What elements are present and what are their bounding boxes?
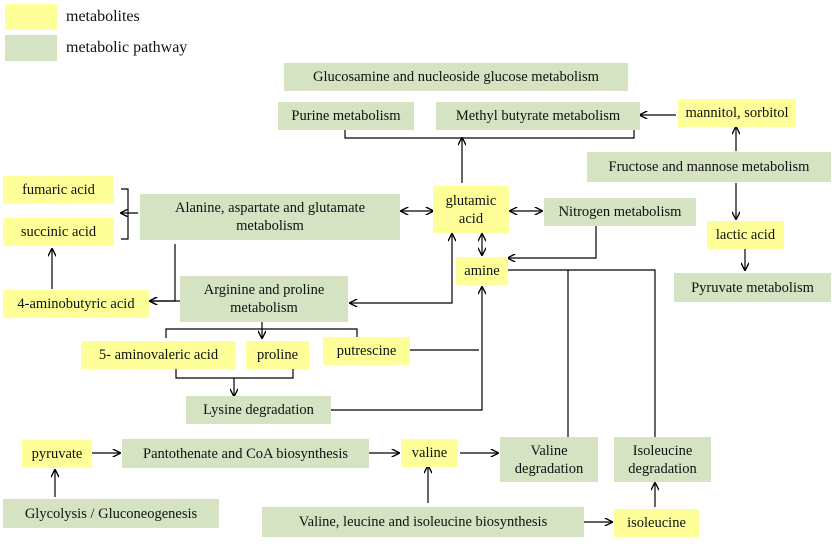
fructose-mannose-pathway: Fructose and mannose metabolism [587,152,831,182]
nitrogen-to-amine-arrow [508,225,597,258]
alanine-pathway: Alanine, aspartate and glutamate metabol… [140,194,400,240]
alanine-acid-bracket [121,188,129,240]
lysine-pathway: Lysine degradation [186,396,331,424]
isoleucine-metabolite: isoleucine [614,509,699,537]
purine-pathway: Purine metabolism [278,102,414,130]
valine-metabolite: valine [401,439,458,467]
pyruvate-metabolism-pathway: Pyruvate metabolism [674,273,831,302]
proline-metabolite: proline [246,341,309,369]
lysine-to-amine-arrow [331,287,482,411]
amine-metabolite: amine [456,257,508,285]
lactic-metabolite: lactic acid [707,221,784,249]
legend-metabolite-label: metabolites [66,8,140,25]
nitrogen-pathway: Nitrogen metabolism [544,198,696,226]
valine-deg-to-amine [508,269,569,440]
aminobutyric-metabolite: 4-aminobutyric acid [3,290,149,318]
glucosamine-pathway: Glucosamine and nucleoside glucose metab… [284,63,628,91]
alanine-to-aminobutyric-arrow [150,244,176,301]
pyruvate-metabolite: pyruvate [22,440,92,468]
bcaa-biosynthesis-pathway: Valine, leucine and isoleucine biosynthe… [262,507,584,537]
legend-metabolite-swatch [5,4,57,30]
pantothenate-pathway: Pantothenate and CoA biosynthesis [122,439,369,468]
glycolysis-pathway: Glycolysis / Gluconeogenesis [3,499,219,528]
isoleucine-degradation-pathway: Isoleucine degradation [614,437,711,482]
purine-methyl-bracket [344,130,635,139]
mannitol-metabolite: mannitol, sorbitol [678,99,796,127]
fumaric-metabolite: fumaric acid [3,176,114,204]
lysine-bracket [175,369,294,379]
isoleucine-deg-to-amine [568,269,656,440]
glutamic-metabolite: glutamic acid [433,186,509,233]
arginine-pathway: Arginine and proline metabolism [180,276,348,322]
aminovaleric-metabolite: 5- aminovaleric acid [81,341,236,369]
methyl-butyrate-pathway: Methyl butyrate metabolism [436,102,640,130]
legend-pathway-swatch [5,35,57,61]
arginine-glutamic-arrow [350,234,452,303]
succinic-metabolite: succinic acid [3,218,114,246]
valine-degradation-pathway: Valine degradation [500,437,598,482]
putrescine-metabolite: putrescine [323,337,410,365]
legend-pathway-label: metabolic pathway [66,39,188,56]
